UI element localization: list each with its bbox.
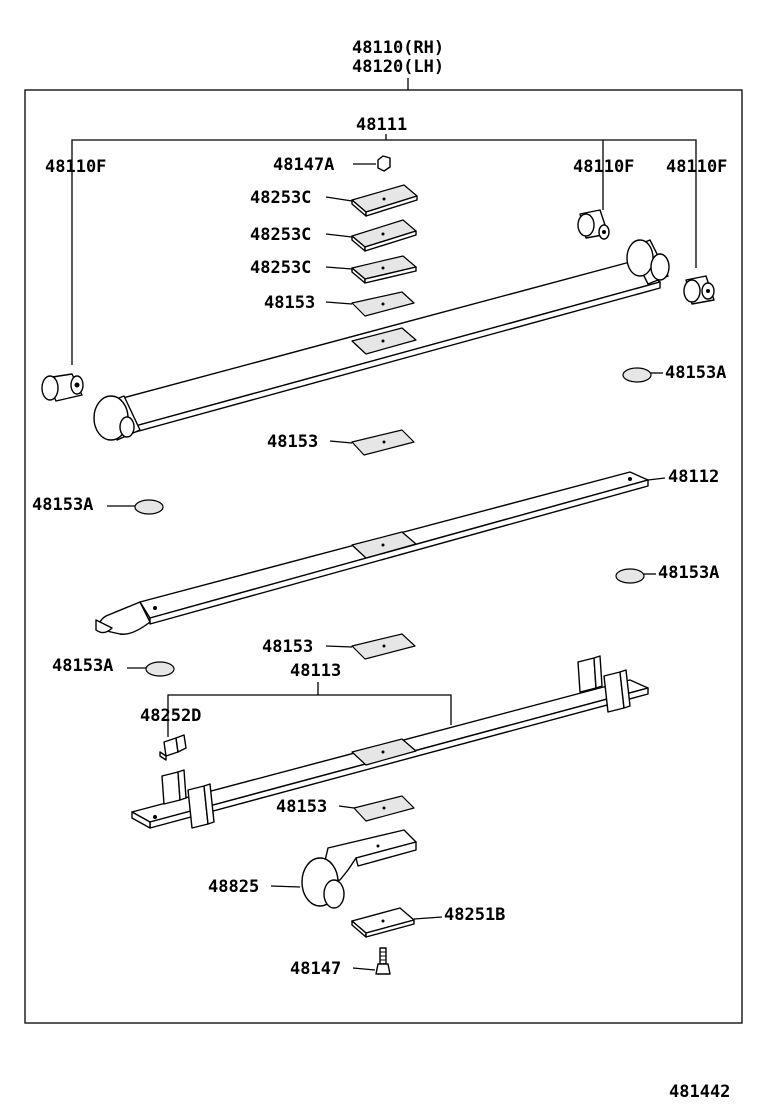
main-leaf-bracket <box>71 134 697 365</box>
pad-3-part <box>615 568 645 584</box>
liner-2-part <box>351 219 417 252</box>
bolt-part <box>375 947 391 975</box>
assembly-frame <box>24 89 743 1024</box>
insert-4-part <box>353 795 415 822</box>
liner-1-part <box>351 184 418 217</box>
leaf-3-part <box>131 655 649 829</box>
pad-1-label[interactable]: 48153A <box>665 363 726 383</box>
liner-2-label[interactable]: 48253C <box>250 225 311 245</box>
bushing-right-label[interactable]: 48110F <box>666 157 727 177</box>
seat-part <box>351 907 415 938</box>
nut-part <box>377 155 391 172</box>
insert-2-part <box>351 429 415 456</box>
bushing-mid-label[interactable]: 48110F <box>573 157 634 177</box>
liner-3-label[interactable]: 48253C <box>250 258 311 278</box>
assembly-label-rh[interactable]: 48110(RH) <box>352 38 444 58</box>
pad-3-label[interactable]: 48153A <box>658 563 719 583</box>
bushing-left <box>41 373 84 402</box>
insert-1-label[interactable]: 48153 <box>264 293 315 313</box>
main-leaf-part <box>93 239 670 441</box>
pad-2-part <box>134 499 164 515</box>
main-leaf-label[interactable]: 48111 <box>356 115 407 135</box>
insert-3-label[interactable]: 48153 <box>262 637 313 657</box>
bushing-left-label[interactable]: 48110F <box>45 157 106 177</box>
hanger-part <box>301 829 417 909</box>
insert-3-part <box>351 633 416 660</box>
pad-1-part <box>622 367 652 383</box>
insert-4-label[interactable]: 48153 <box>276 797 327 817</box>
leaf-3-bracket <box>167 694 452 737</box>
pad-4-label[interactable]: 48153A <box>52 656 113 676</box>
leaf-2-label[interactable]: 48112 <box>668 467 719 487</box>
pad-2-label[interactable]: 48153A <box>32 495 93 515</box>
insert-2-label[interactable]: 48153 <box>267 432 318 452</box>
bolt-label[interactable]: 48147 <box>290 959 341 979</box>
nut-label[interactable]: 48147A <box>273 155 334 175</box>
seat-label[interactable]: 48251B <box>444 905 505 925</box>
bushing-right <box>683 275 715 305</box>
bushing-mid <box>577 209 610 240</box>
assembly-label-lh[interactable]: 48120(LH) <box>352 57 444 77</box>
pad-4-part <box>145 661 175 677</box>
liner-1-label[interactable]: 48253C <box>250 188 311 208</box>
clip-part <box>159 734 187 761</box>
hanger-label[interactable]: 48825 <box>208 877 259 897</box>
leaf-2-part <box>95 471 649 635</box>
liner-3-part <box>351 255 417 284</box>
leaf-3-label[interactable]: 48113 <box>290 661 341 681</box>
clip-label[interactable]: 48252D <box>140 706 201 726</box>
diagram-number: 481442 <box>669 1082 730 1102</box>
insert-1-part <box>351 291 415 317</box>
